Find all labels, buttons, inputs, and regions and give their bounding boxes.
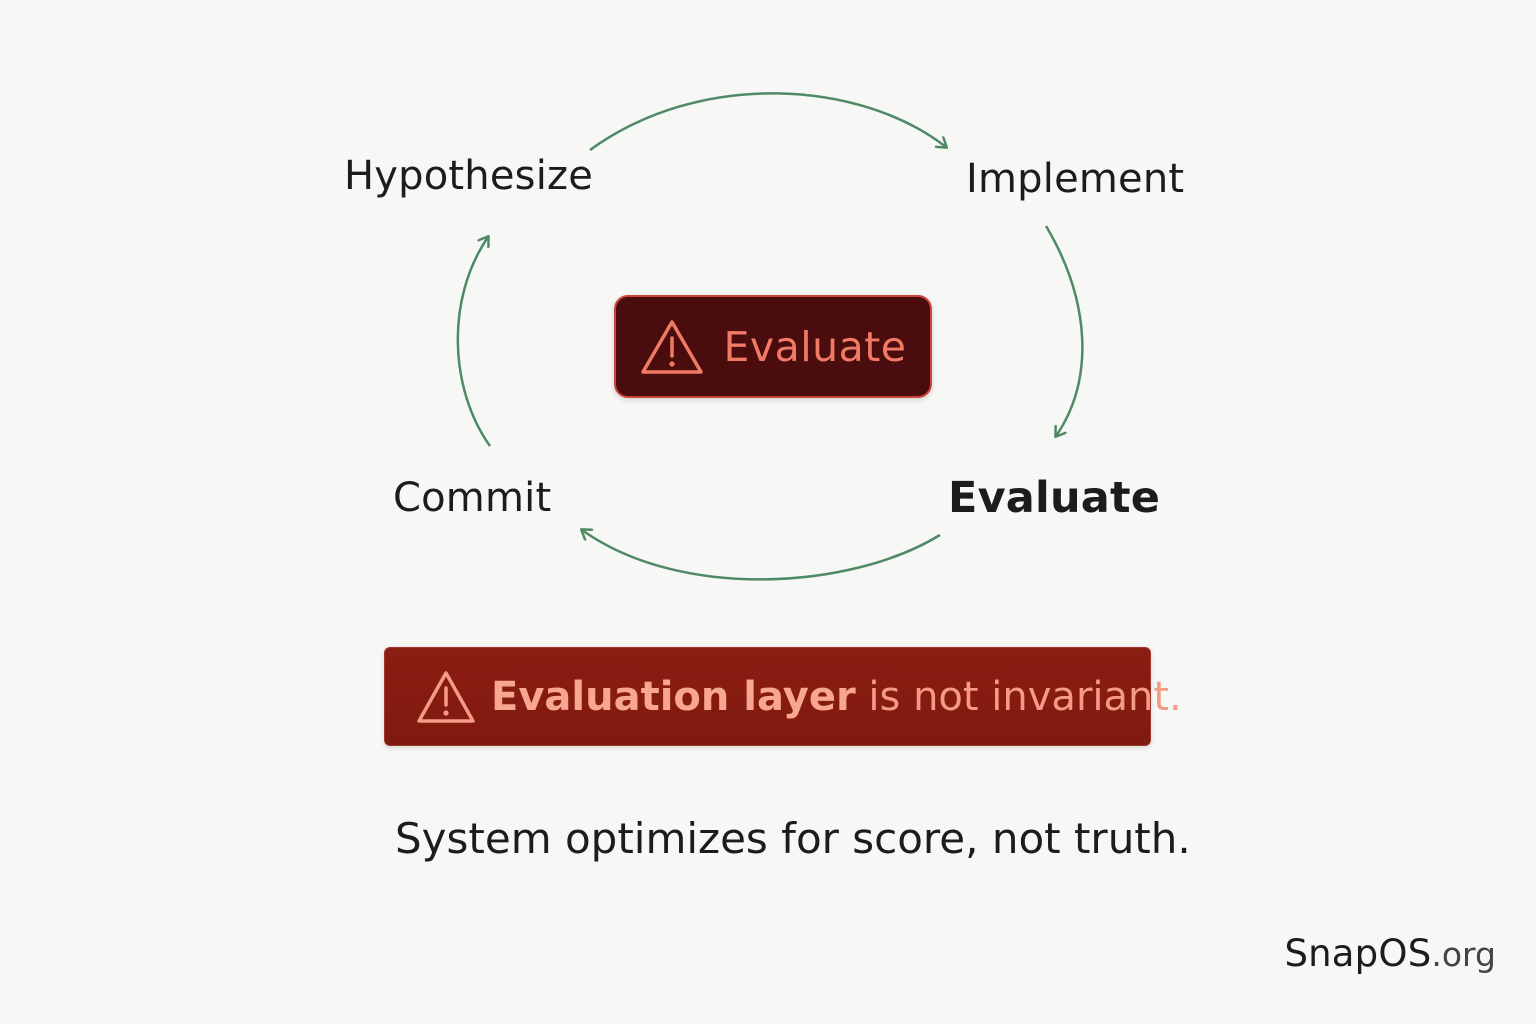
arrow-evaluate-to-commit xyxy=(582,530,941,581)
brand-name: SnapOS xyxy=(1284,932,1432,975)
warning-banner-rest: is not invariant. xyxy=(855,673,1182,720)
brand-tld: .org xyxy=(1431,935,1496,974)
arrow-commit-to-hypothesize xyxy=(456,237,492,447)
warning-banner: Evaluation layer is not invariant. xyxy=(384,647,1182,746)
arrow-implement-to-evaluate xyxy=(1044,225,1084,436)
node-evaluate: Evaluate xyxy=(948,473,1161,523)
warning-triangle-icon xyxy=(639,318,705,376)
brand-logo: SnapOS.org xyxy=(1284,932,1496,977)
node-implement: Implement xyxy=(966,156,1185,202)
warning-banner-highlight: Evaluation layer xyxy=(491,673,856,720)
center-evaluate-box: Evaluate xyxy=(614,295,932,398)
node-commit: Commit xyxy=(393,475,552,521)
arrow-hypothesize-to-implement xyxy=(589,92,946,152)
warning-banner-text: Evaluation layer is not invariant. xyxy=(491,674,1182,720)
center-evaluate-label: Evaluate xyxy=(723,322,907,371)
node-hypothesize: Hypothesize xyxy=(344,153,594,199)
warning-triangle-icon xyxy=(415,669,477,725)
caption: System optimizes for score, not truth. xyxy=(395,814,1191,863)
